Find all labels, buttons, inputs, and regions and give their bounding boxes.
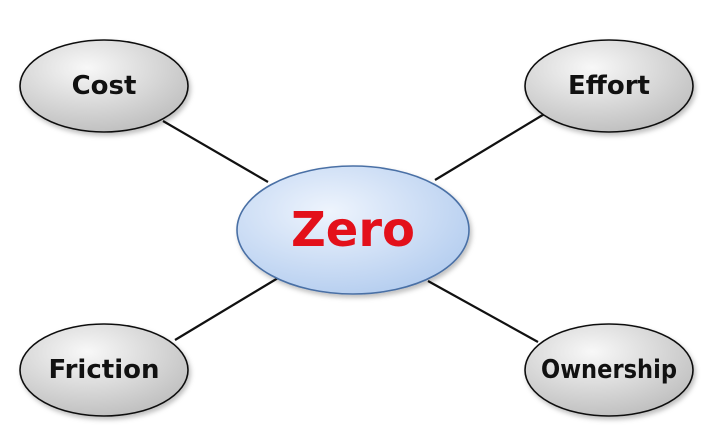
node-bottom-right-ellipse [524, 323, 694, 417]
node-bottom-right-label: Ownership [541, 355, 677, 385]
connector-bottom-right [427, 280, 539, 343]
node-center-label: Zero [291, 202, 415, 258]
connector-top-left [162, 120, 269, 183]
node-top-right-label: Effort [568, 71, 650, 101]
node-bottom-left-ellipse [19, 323, 189, 417]
node-bottom-left: Friction [19, 323, 189, 417]
node-top-left-ellipse [19, 39, 189, 133]
node-top-right-ellipse [524, 39, 694, 133]
node-top-left-label: Cost [72, 71, 137, 101]
connector-top-right [434, 112, 547, 181]
node-bottom-right: Ownership [524, 323, 694, 417]
node-center: Zero [236, 165, 470, 295]
node-bottom-left-label: Friction [49, 355, 160, 385]
connector-bottom-left [174, 277, 279, 341]
node-top-right: Effort [524, 39, 694, 133]
node-top-left: Cost [19, 39, 189, 133]
node-center-ellipse [236, 165, 470, 295]
